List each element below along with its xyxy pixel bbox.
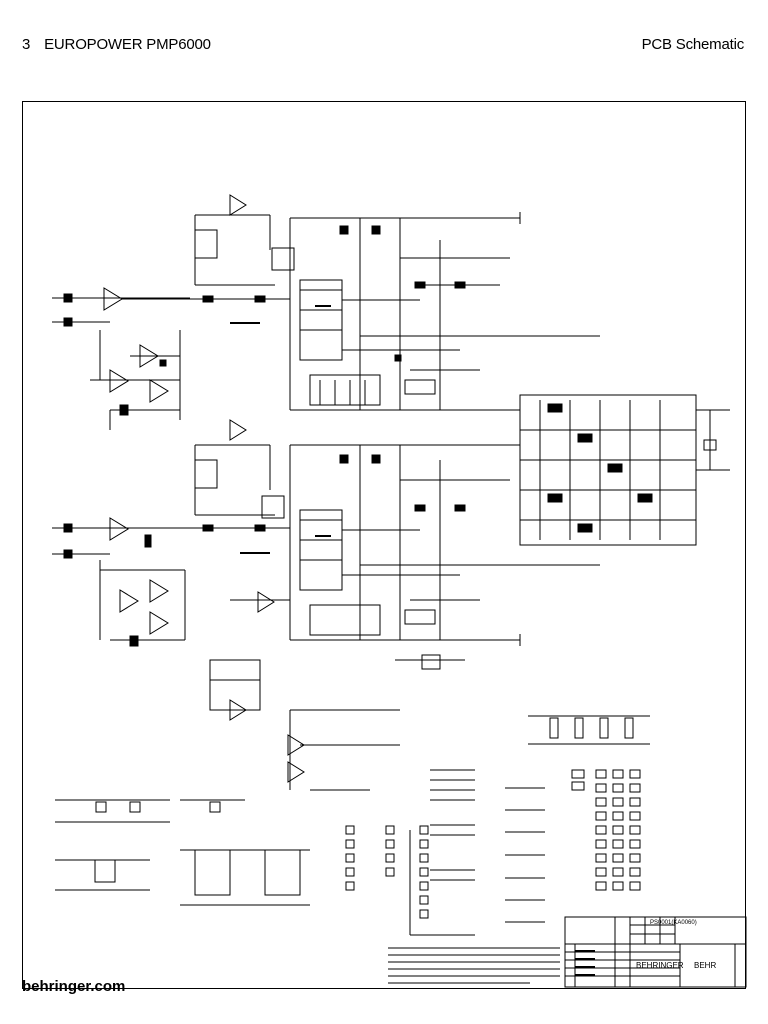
connector-grid (345, 769, 545, 936)
upper-driver-block (289, 212, 600, 416)
header-left: 3 EUROPOWER PMP6000 (22, 36, 211, 53)
section-title: PCB Schematic (641, 36, 745, 53)
lower-feedback-block (194, 419, 285, 532)
schematic-frame (22, 101, 746, 989)
title-block (564, 916, 747, 988)
notes-block (388, 947, 560, 984)
drawing-code: PS0001(KA0060) (650, 920, 697, 926)
upper-feedback-block (190, 194, 295, 303)
protection-circuits (209, 591, 465, 791)
company-name: BEHRINGER (636, 961, 684, 970)
product-name: EUROPOWER PMP6000 (44, 36, 211, 53)
footer-website[interactable]: behringer.com (22, 978, 126, 995)
output-stage (519, 394, 730, 546)
lower-input-section (52, 517, 290, 647)
upper-input-section (52, 287, 190, 430)
lower-driver-block (289, 439, 600, 646)
short-code: BEHR (694, 961, 716, 970)
aux-circuits-left (55, 799, 310, 906)
capacitor-array (528, 715, 650, 891)
component-label-marks (230, 305, 595, 976)
page-number: 3 (22, 36, 31, 53)
